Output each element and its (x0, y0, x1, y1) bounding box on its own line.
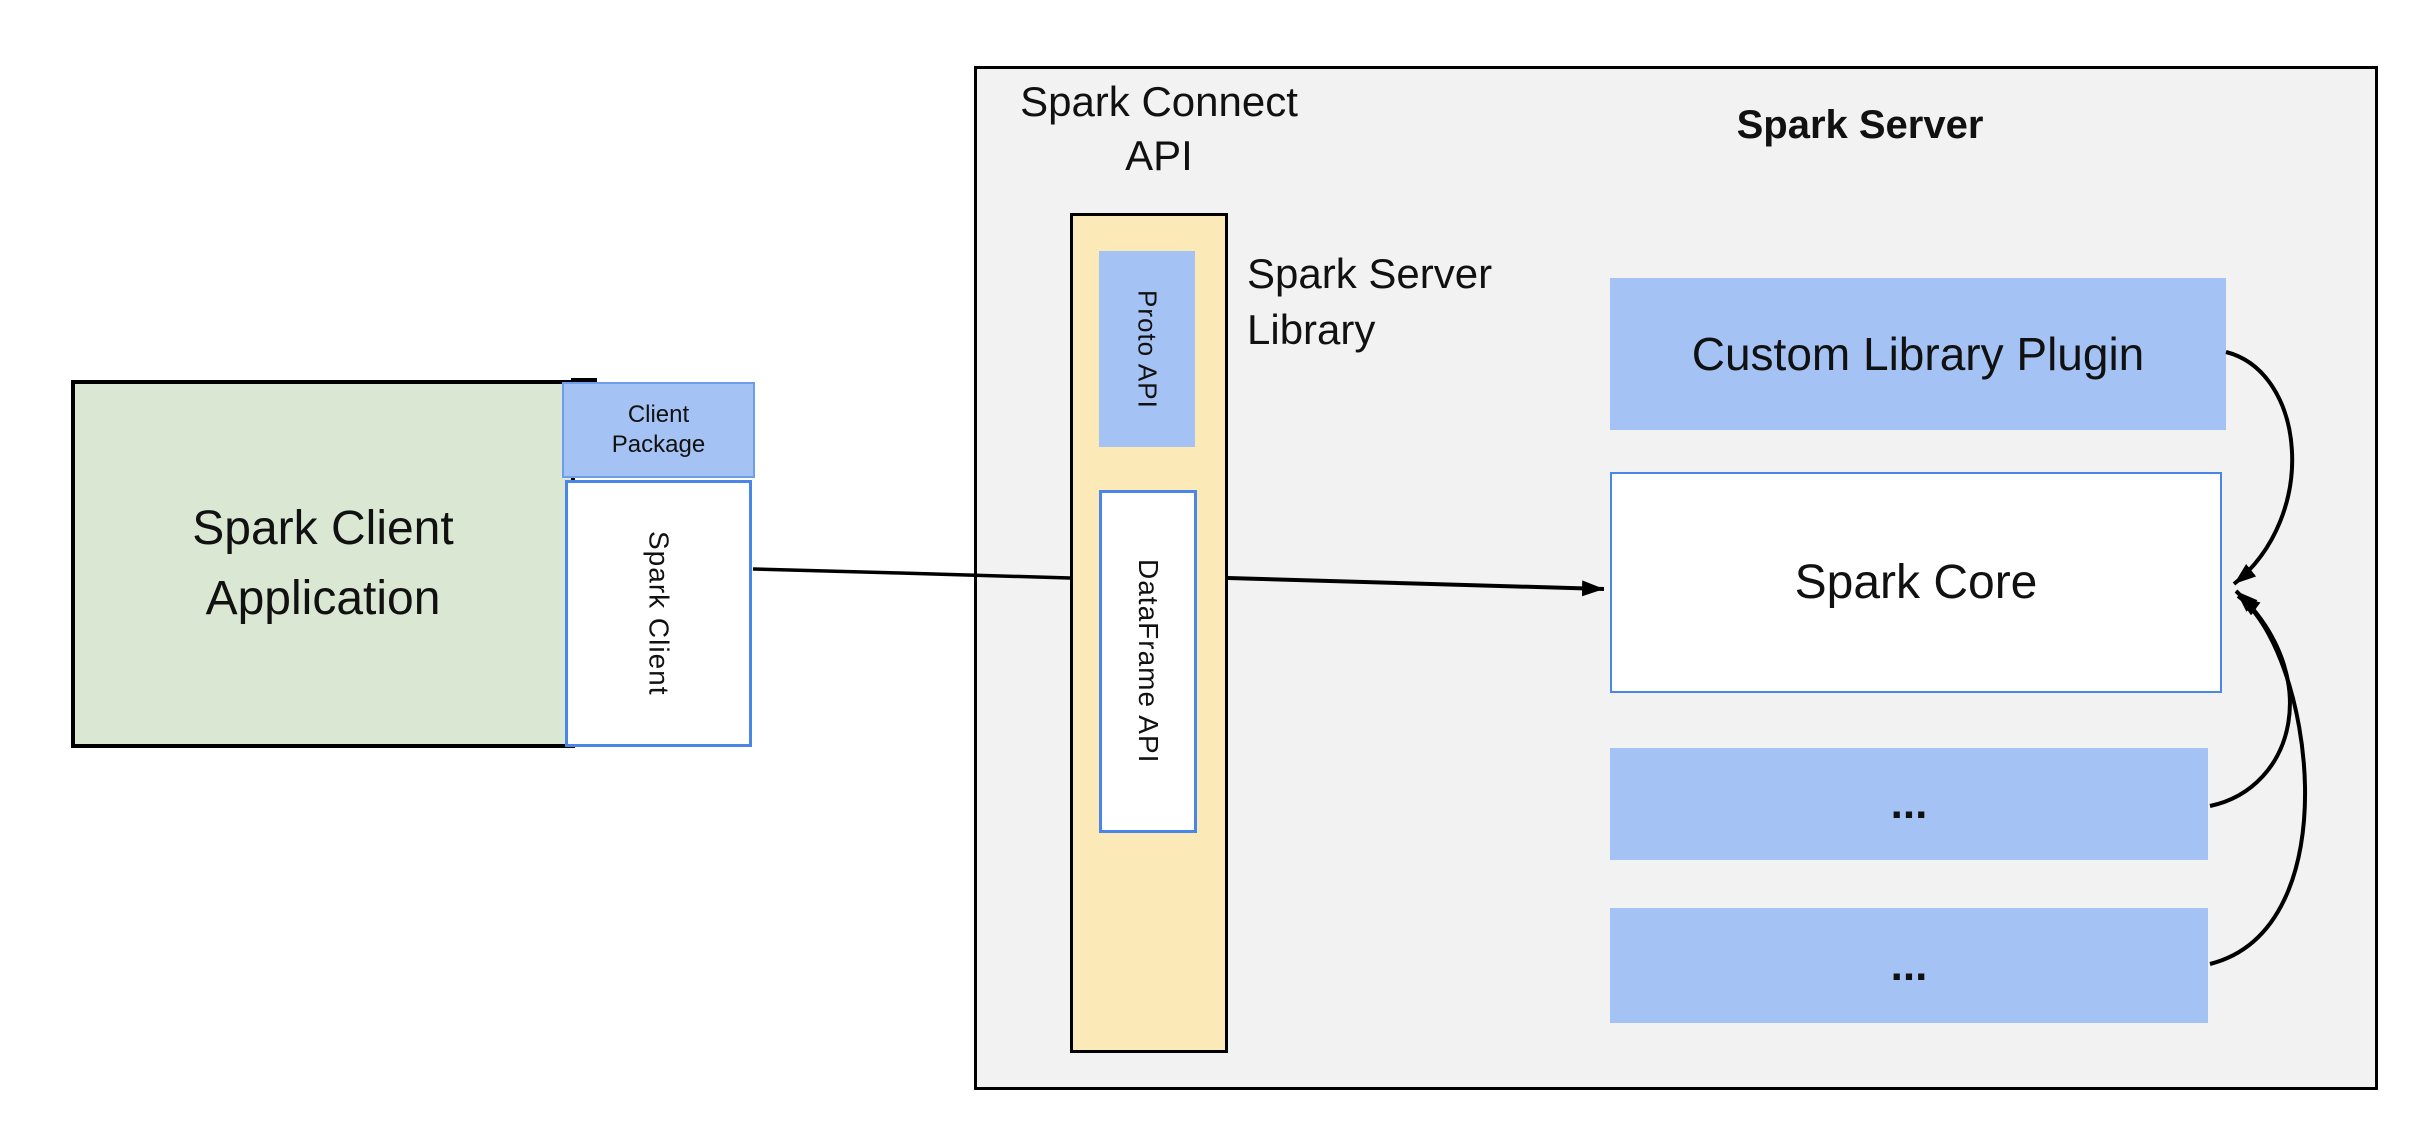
spark-client-label: Spark Client (643, 531, 675, 696)
dataframe-api-label: DataFrame API (1133, 559, 1164, 764)
spark-connect-api-label: Spark Connect API (1020, 78, 1298, 179)
module-placeholder-box-1: ... (1610, 748, 2208, 860)
custom-library-plugin-label: Custom Library Plugin (1691, 328, 2145, 380)
spark-core-label: Spark Core (1794, 556, 2038, 609)
spark-server-title: Spark Server (1660, 100, 2060, 150)
spark-client-application-box: Spark Client Application (71, 380, 575, 748)
spark-core-box: Spark Core (1610, 472, 2222, 693)
module-placeholder-2-label: ... (1890, 940, 1928, 990)
spark-client-application-label: Spark Client Application (192, 502, 454, 625)
spark-server-library-title: Spark Server Library (1247, 246, 1547, 366)
proto-api-label: Proto API (1132, 289, 1163, 409)
dataframe-api-box: DataFrame API (1099, 490, 1197, 833)
spark-client-box: Spark Client (565, 480, 752, 747)
client-package-box: Client Package (562, 382, 755, 478)
client-package-label: Client Package (611, 401, 706, 458)
client-app-border-stub (571, 378, 597, 382)
spark-server-library-label: Spark Server Library (1247, 250, 1493, 353)
module-placeholder-1-label: ... (1890, 779, 1928, 828)
custom-library-plugin-box: Custom Library Plugin (1610, 278, 2226, 430)
module-placeholder-box-2: ... (1610, 908, 2208, 1023)
spark-server-label: Spark Server (1736, 102, 1984, 147)
proto-api-box: Proto API (1099, 251, 1195, 447)
spark-connect-api-title: Spark Connect API (1008, 74, 1310, 184)
